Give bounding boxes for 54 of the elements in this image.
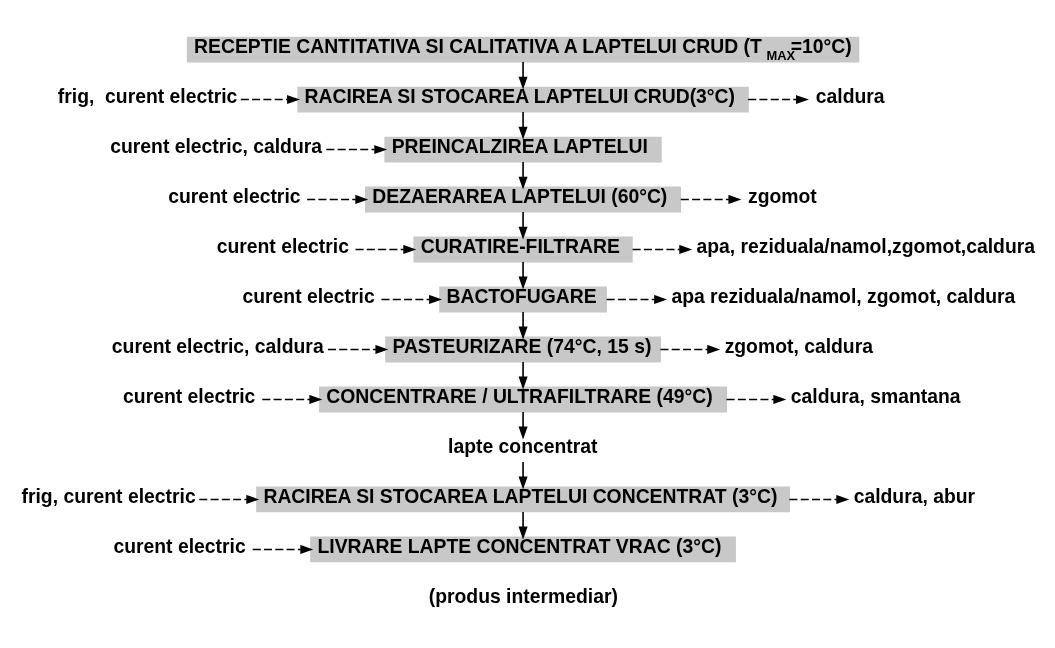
arrow <box>518 460 528 489</box>
node-box: BACTOFUGARE <box>439 286 607 312</box>
arrow <box>659 344 721 354</box>
arrow <box>518 210 528 240</box>
node-text: curent electric, caldura <box>110 134 323 157</box>
arrow <box>518 510 528 539</box>
arrow <box>518 410 528 439</box>
node-text: curent electric, caldura <box>111 334 324 357</box>
node-text: frig, curent electric <box>57 84 238 107</box>
node-label: (produs intermediar) <box>428 584 618 607</box>
node-text: curent electric <box>113 534 246 557</box>
node-text: curent electric <box>216 234 349 257</box>
node-text: curent electric <box>168 184 301 207</box>
arrow <box>380 294 442 304</box>
node-box: RACIREA SI STOCAREA LAPTELUI CONCENTRAT (3°C) <box>256 486 790 512</box>
arrow <box>518 360 528 390</box>
node-box: DEZAERAREA LAPTELUI (60°C) <box>365 186 682 212</box>
arrow <box>240 94 300 104</box>
arrow <box>251 544 314 554</box>
node-box: PASTEURIZARE (74°C, 15 s) <box>385 336 661 362</box>
node-box: CURATIRE-FILTRARE <box>413 236 633 262</box>
node-box: LIVRARE LAPTE CONCENTRAT VRAC (3°C) <box>310 536 736 562</box>
node-text: zgomot <box>748 184 817 207</box>
arrow <box>261 394 323 404</box>
arrow <box>354 244 417 254</box>
node-box: PREINCALZIREA LAPTELUI <box>384 136 662 162</box>
arrow <box>198 494 260 504</box>
arrow <box>518 160 528 190</box>
node-text: apa, reziduala/namol,zgomot,caldura <box>696 234 1036 257</box>
node-text: caldura, abur <box>853 484 976 507</box>
arrow <box>518 60 528 90</box>
arrow <box>325 144 388 154</box>
node-text: frig, curent electric <box>21 484 196 507</box>
node-text: caldura <box>815 84 885 107</box>
node-text: lapte concentrat <box>448 434 598 457</box>
node-text: apa reziduala/namol, zgomot, caldura <box>671 284 1016 307</box>
arrow <box>679 194 742 204</box>
arrow <box>518 260 528 290</box>
node-text: curent electric <box>123 384 256 407</box>
arrow <box>327 344 389 354</box>
node-box: RECEPTIE CANTITATIVA SI CALITATIVA A LAPTELUI CRUD (T$_{MAX}$=10°C) <box>186 36 860 62</box>
arrow <box>725 394 787 404</box>
arrow <box>788 494 850 504</box>
node-box: CONCENTRARE / ULTRAFILTRARE (49°C) <box>319 386 728 412</box>
node-text: caldura, smantana <box>790 384 961 407</box>
arrow <box>518 310 528 340</box>
arrow <box>747 94 809 104</box>
arrow <box>518 110 528 140</box>
node-text: curent electric <box>242 284 375 307</box>
arrow <box>306 194 369 204</box>
node-box: RACIREA SI STOCAREA LAPTELUI CRUD(3°C) <box>297 86 749 112</box>
arrow <box>631 244 693 254</box>
node-text: zgomot, caldura <box>724 334 873 357</box>
arrow <box>605 294 668 304</box>
